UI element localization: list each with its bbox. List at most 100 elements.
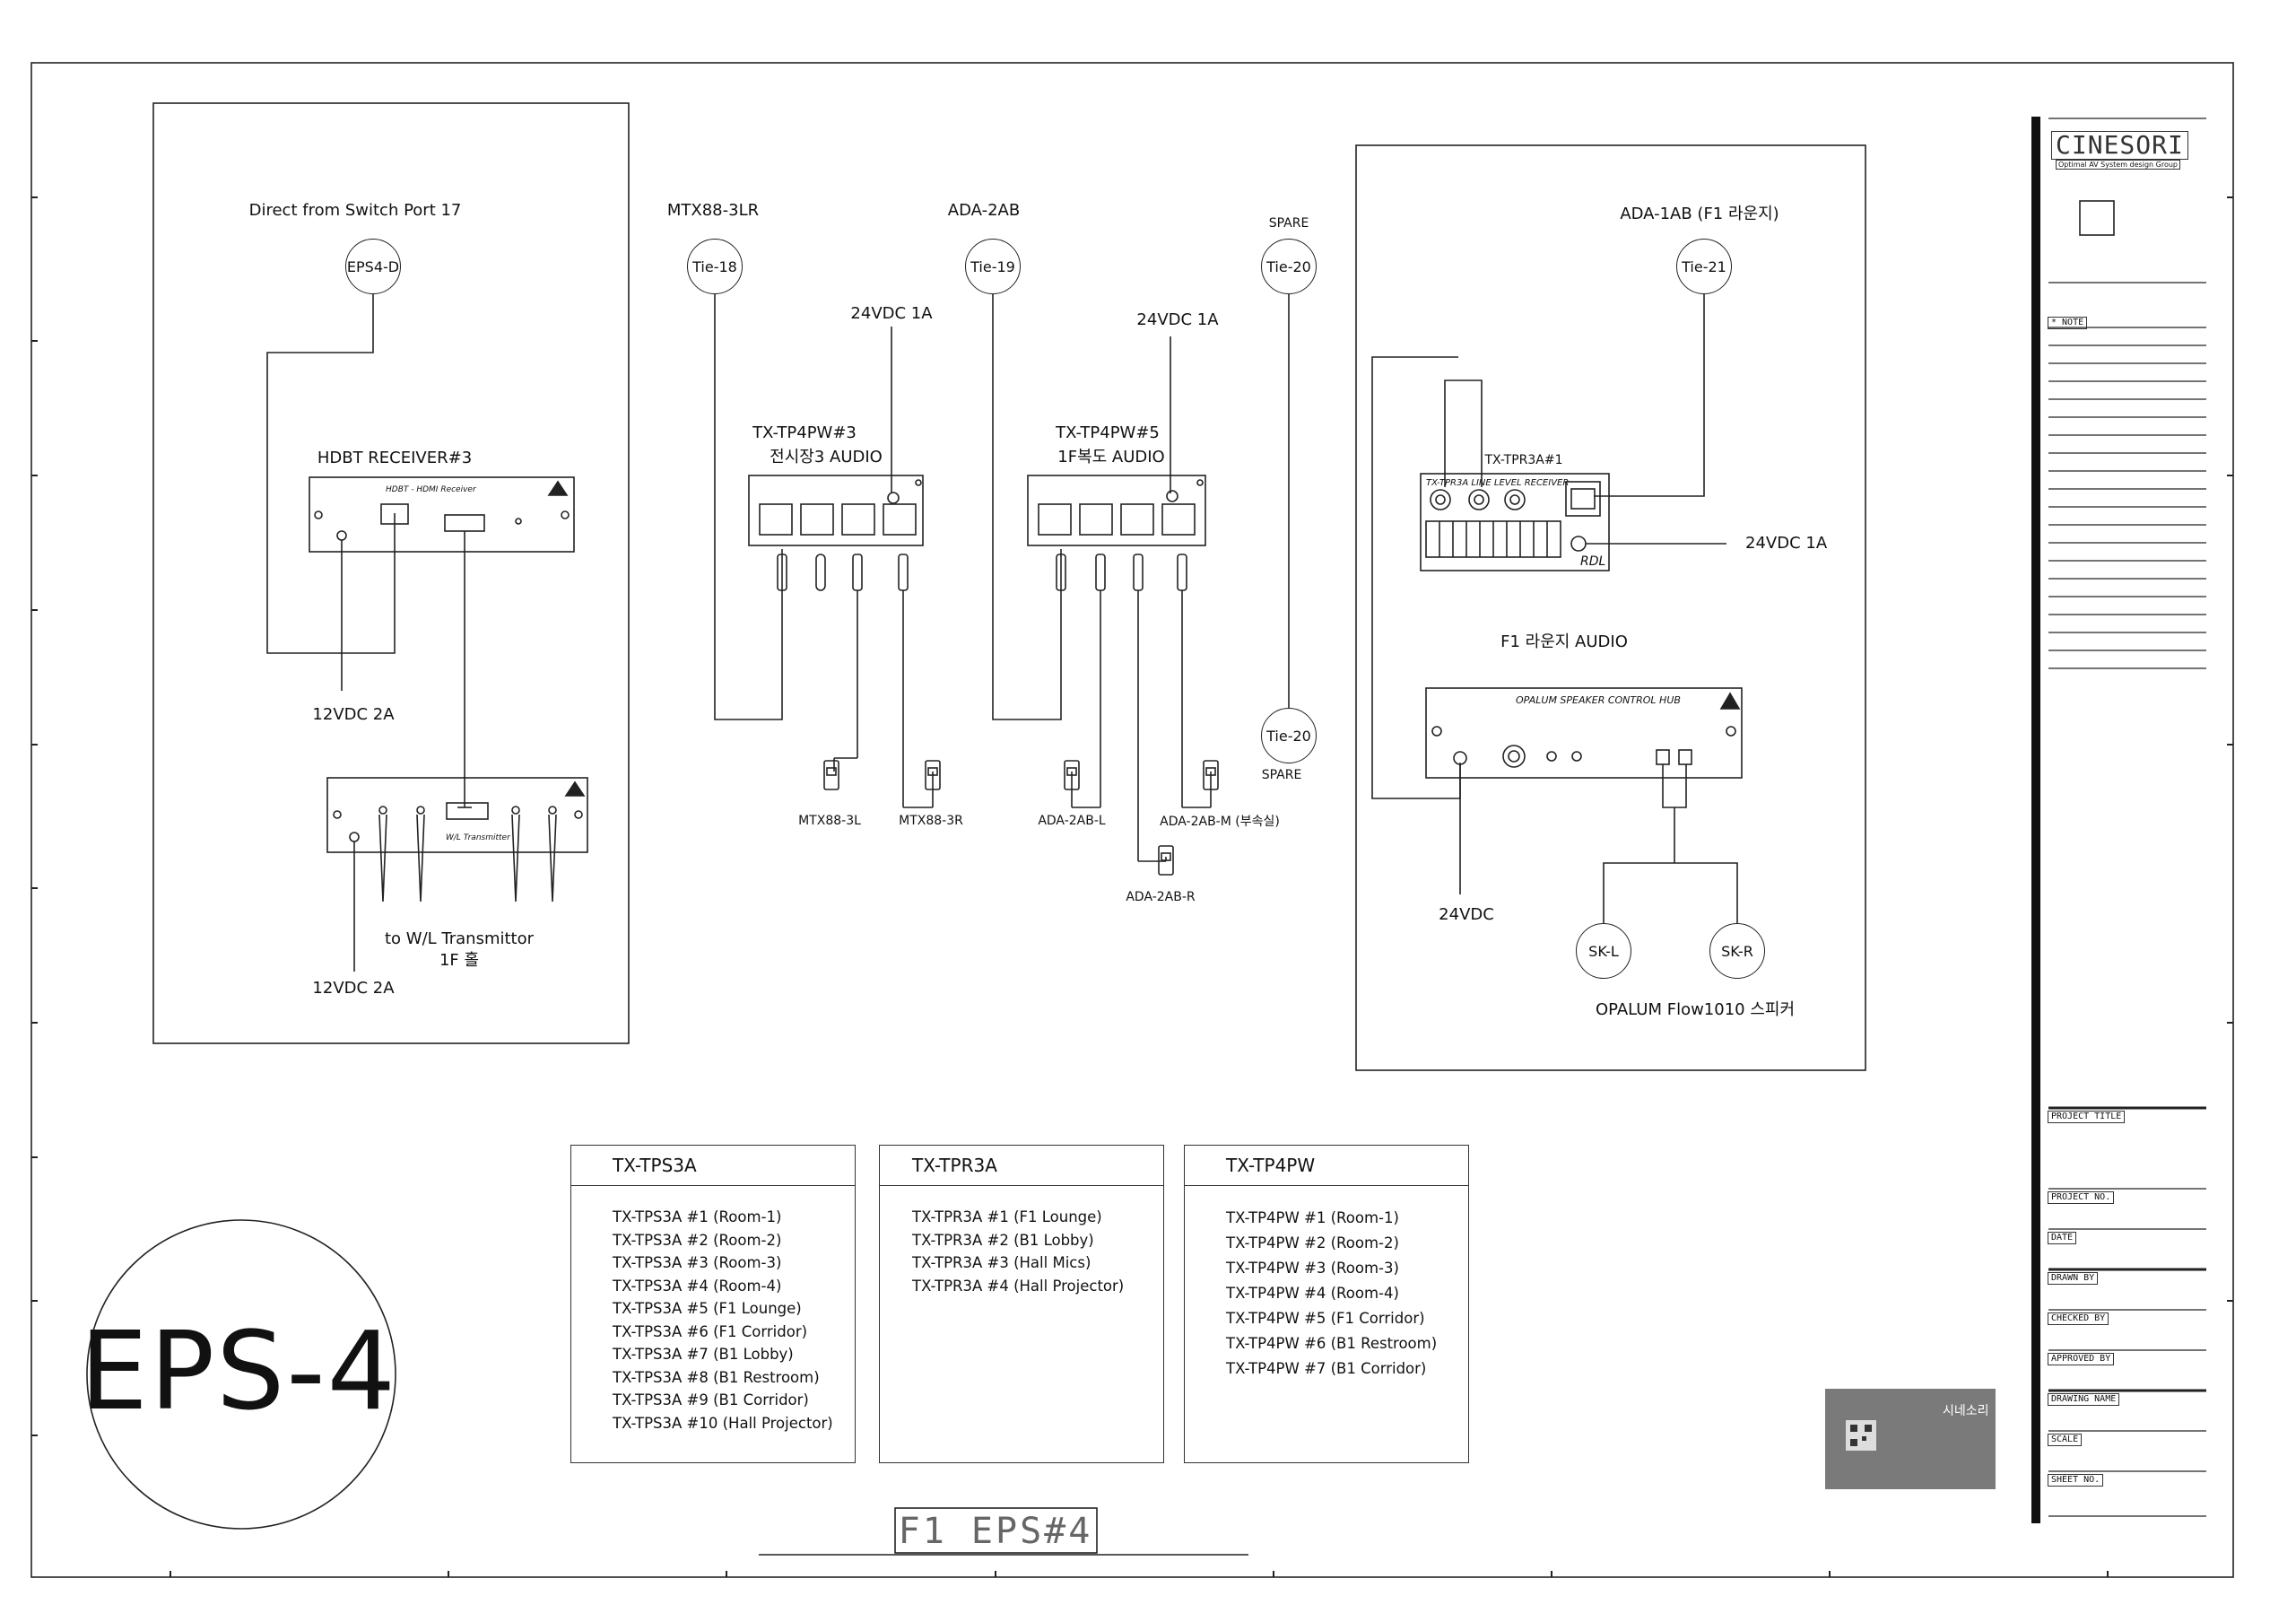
list-item: TX-TP4PW #6 (B1 Restroom) (1226, 1335, 1438, 1352)
tie19-line (992, 293, 1062, 720)
rdl-mark: RDL (1580, 554, 1606, 569)
hub-feed-line (1371, 356, 1461, 799)
speaker-out-line (1662, 764, 1687, 808)
sheet-border (30, 62, 2234, 1578)
tpr3a-label: TX-TPR3A#1 (1484, 453, 1563, 467)
right-panel-frame (1355, 144, 1866, 1071)
eps4-feed-line (266, 293, 396, 654)
list-item: TX-TPR3A #2 (B1 Lobby) (912, 1231, 1094, 1249)
drawn-by-label: DRAWN BY (2048, 1272, 2099, 1285)
tie-19-tag: Tie-19 (965, 239, 1021, 294)
tie18-line (714, 293, 783, 720)
tp4pw5-line1: TX-TP4PW#5 (1056, 423, 1160, 442)
switch-source-label: Direct from Switch Port 17 (248, 201, 462, 220)
list-item: TX-TP4PW #2 (Room-2) (1226, 1234, 1399, 1251)
ada1-source-label: ADA-1AB (F1 라운지) (1620, 205, 1779, 223)
hdbt-receiver-device-text: HDBT - HDMI Receiver (386, 485, 476, 494)
title-block-bar (2031, 117, 2040, 1523)
table-items: TX-TP4PW #1 (Room-1) TX-TP4PW #2 (Room-2… (1185, 1186, 1468, 1382)
table-title: TX-TPR3A (880, 1146, 1163, 1186)
hub-power-label: 24VDC (1439, 905, 1494, 924)
list-item: TX-TPS3A #1 (Room-1) (613, 1208, 782, 1225)
out-ada-r-label: ADA-2AB-R (1126, 890, 1196, 904)
tpr3a-body (1420, 473, 1610, 571)
list-item: TX-TP4PW #3 (Room-3) (1226, 1260, 1399, 1277)
table-tx-tp4pw: TX-TP4PW TX-TP4PW #1 (Room-1) TX-TP4PW #… (1184, 1145, 1469, 1463)
table-items: TX-TPR3A #1 (F1 Lounge) TX-TPR3A #2 (B1 … (880, 1186, 1163, 1297)
list-item: TX-TP4PW #5 (F1 Corridor) (1226, 1310, 1425, 1327)
out-mtx-l-label: MTX88-3L (798, 814, 861, 828)
tpr-power-label: 24VDC 1A (1745, 534, 1828, 553)
tie21-line (1594, 293, 1705, 497)
opalum-hub-device-text: OPALUM SPEAKER CONTROL HUB (1516, 694, 1681, 706)
note-label: * NOTE (2048, 317, 2088, 329)
tpr3a-device-text: TX-TPR3A LINE LEVEL RECEIVER (1426, 478, 1570, 488)
business-card-name: 시네소리 (1943, 1404, 1989, 1418)
tp4pw5-body (1027, 475, 1206, 546)
opalum-hub-body (1425, 687, 1743, 779)
speaker-right-tag: SK-R (1709, 923, 1765, 979)
approved-by-label: APPROVED BY (2048, 1353, 2115, 1365)
scale-label: SCALE (2048, 1434, 2083, 1446)
wl-transmitter-body (326, 777, 588, 853)
checked-by-label: CHECKED BY (2048, 1312, 2109, 1325)
tie-18-tag: Tie-18 (687, 239, 743, 294)
wl-transmitter-device-text: W/L Transmitter (446, 833, 510, 842)
list-item: TX-TPS3A #5 (F1 Lounge) (613, 1300, 802, 1317)
spare-bottom-label: SPARE (1261, 768, 1302, 782)
eps-big-label: EPS-4 (79, 1310, 398, 1435)
logo-square (2079, 200, 2115, 236)
list-item: TX-TPS3A #6 (F1 Corridor) (613, 1322, 808, 1340)
antennas (378, 806, 557, 903)
tpr-loop-line (1444, 379, 1483, 487)
out-ada-l-label: ADA-2AB-L (1038, 814, 1106, 828)
speaker-split-line (1603, 862, 1738, 929)
out-mtx-r-label: MTX88-3R (899, 814, 963, 828)
speaker-left-tag: SK-L (1576, 923, 1631, 979)
tie-20-top-tag: Tie-20 (1261, 239, 1317, 294)
list-item: TX-TPS3A #3 (Room-3) (613, 1254, 782, 1271)
eps4-d-tag: EPS4-D (345, 239, 401, 294)
spare-top-label: SPARE (1268, 216, 1309, 231)
tp4pw5-line2: 1F복도 AUDIO (1057, 448, 1165, 467)
list-item: TX-TP4PW #4 (Room-4) (1226, 1285, 1399, 1302)
tp4pw3-line1: TX-TP4PW#3 (752, 423, 857, 442)
brand-logo: CINESORI (2051, 131, 2188, 160)
title-plate-text: F1 EPS#4 (898, 1511, 1093, 1552)
wl-dest-line2: 1F 홀 (439, 951, 480, 970)
title-block-lines (2048, 118, 2206, 1517)
table-items: TX-TPS3A #1 (Room-1) TX-TPS3A #2 (Room-2… (571, 1186, 855, 1435)
hdbt-receiver-label: HDBT RECEIVER#3 (317, 449, 473, 467)
connector-strips (777, 554, 1187, 591)
table-title: TX-TPS3A (571, 1146, 855, 1186)
terminal-block (1425, 520, 1561, 558)
list-item: TX-TPR3A #3 (Hall Mics) (912, 1254, 1091, 1271)
power-b-label: 24VDC 1A (1136, 310, 1219, 329)
list-item: TX-TPR3A #4 (Hall Projector) (912, 1277, 1125, 1295)
brand-tagline: Optimal AV System design Group (2056, 160, 2180, 170)
list-item: TX-TP4PW #1 (Room-1) (1226, 1209, 1399, 1226)
list-item: TX-TPS3A #10 (Hall Projector) (613, 1414, 833, 1432)
date-label: DATE (2048, 1232, 2077, 1244)
list-item: TX-TPS3A #8 (B1 Restroom) (613, 1368, 820, 1386)
receiver-power-label: 12VDC 2A (312, 705, 395, 724)
f1-lounge-audio-label: F1 라운지 AUDIO (1500, 632, 1628, 651)
sheet-no-label: SHEET NO. (2048, 1474, 2104, 1487)
list-item: TX-TP4PW #7 (B1 Corridor) (1226, 1360, 1427, 1377)
project-title-label: PROJECT TITLE (2048, 1111, 2126, 1123)
hdbt-receiver-body (309, 476, 575, 553)
table-tx-tps3a: TX-TPS3A TX-TPS3A #1 (Room-1) TX-TPS3A #… (570, 1145, 856, 1463)
transmitter-power-label: 12VDC 2A (312, 979, 395, 998)
list-item: TX-TPS3A #7 (B1 Lobby) (613, 1346, 794, 1363)
title-plate-frame (894, 1507, 1098, 1554)
border-ticks (31, 196, 2233, 1577)
ada-source-label: ADA-2AB (947, 201, 1021, 220)
list-item: TX-TPR3A #1 (F1 Lounge) (912, 1208, 1102, 1225)
mtx-source-label: MTX88-3LR (666, 201, 760, 220)
tie-21-tag: Tie-21 (1676, 239, 1732, 294)
project-no-label: PROJECT NO. (2048, 1191, 2115, 1204)
list-item: TX-TPS3A #2 (Room-2) (613, 1231, 782, 1249)
out-ada-m-label: ADA-2AB-M (부속실) (1160, 815, 1280, 829)
table-tx-tpr3a: TX-TPR3A TX-TPR3A #1 (F1 Lounge) TX-TPR3… (879, 1145, 1164, 1463)
